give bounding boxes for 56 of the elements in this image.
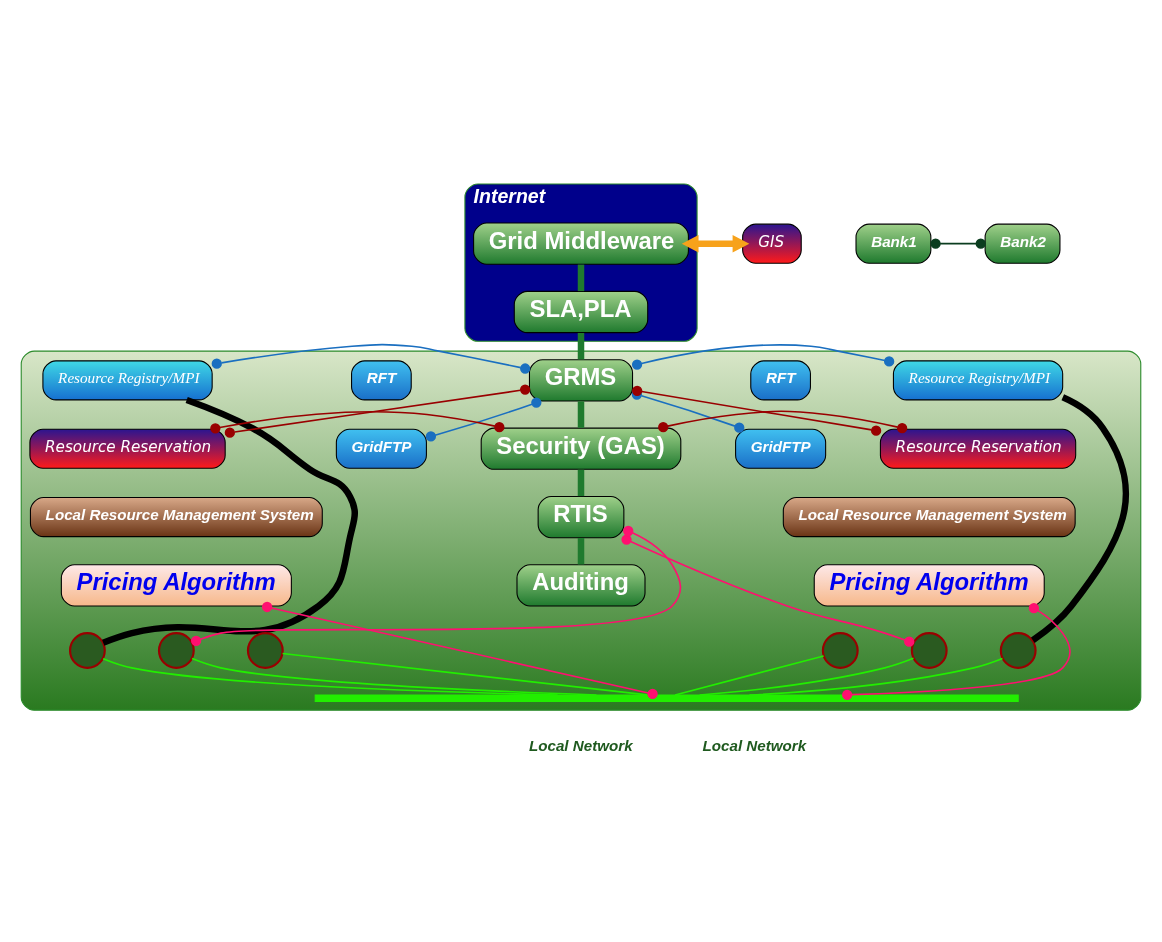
cluster	[20, 350, 1142, 711]
node-box: Pricing Algorithm	[60, 563, 292, 607]
connector	[842, 602, 1071, 700]
connector	[577, 264, 585, 291]
connector	[577, 332, 585, 359]
node-bar	[314, 693, 1019, 702]
node-circle	[910, 631, 948, 669]
connector	[1030, 393, 1130, 643]
connector	[261, 601, 658, 699]
node-box: SLA,PLA	[513, 290, 649, 333]
connector	[102, 396, 358, 646]
connector	[698, 657, 915, 696]
arrow	[681, 234, 750, 252]
node-box: Bank2	[984, 223, 1061, 264]
node-circle	[68, 631, 106, 669]
connector	[748, 657, 1004, 696]
node-circle	[157, 631, 195, 669]
node-box: RFT	[750, 359, 811, 400]
node-box: Auditing	[516, 563, 646, 607]
node-circle	[999, 631, 1037, 669]
node-box: Resource Reservation	[879, 428, 1077, 469]
node-box: GridFTP	[735, 428, 827, 469]
connector	[281, 652, 649, 696]
node-box: GRMS	[528, 358, 634, 402]
connector	[621, 533, 915, 647]
node-box: Bank1	[855, 223, 932, 264]
connector	[658, 409, 908, 433]
node-box: Security (GAS)	[480, 427, 682, 470]
connector	[102, 657, 559, 696]
node-circle	[246, 631, 284, 669]
node-box: Local Resource Management System	[29, 496, 323, 537]
connector	[577, 469, 585, 496]
node-box: RTIS	[537, 495, 625, 538]
node-box: Local Resource Management System	[782, 496, 1076, 537]
node-box: GIS	[742, 223, 802, 264]
connector	[210, 410, 505, 434]
connector	[191, 657, 598, 696]
node-box: Grid Middleware	[473, 222, 689, 265]
connector	[577, 537, 585, 564]
connector	[211, 343, 531, 374]
connector	[224, 383, 531, 438]
connector	[425, 396, 542, 442]
connector	[631, 343, 895, 370]
node-box: Resource Registry/MPI	[892, 359, 1064, 400]
node-box: Pricing Algorithm	[813, 563, 1045, 607]
node-circle	[821, 631, 859, 669]
label: Local Network	[528, 736, 633, 754]
connector	[577, 400, 585, 428]
label: Local Network	[702, 736, 807, 754]
node-box: Resource Registry/MPI	[42, 359, 213, 400]
node-box: Resource Reservation	[29, 428, 226, 469]
node-box: GridFTP	[335, 428, 427, 469]
connector	[674, 654, 825, 696]
connector	[930, 238, 986, 249]
node-box: RFT	[351, 359, 412, 400]
connector	[190, 525, 682, 646]
